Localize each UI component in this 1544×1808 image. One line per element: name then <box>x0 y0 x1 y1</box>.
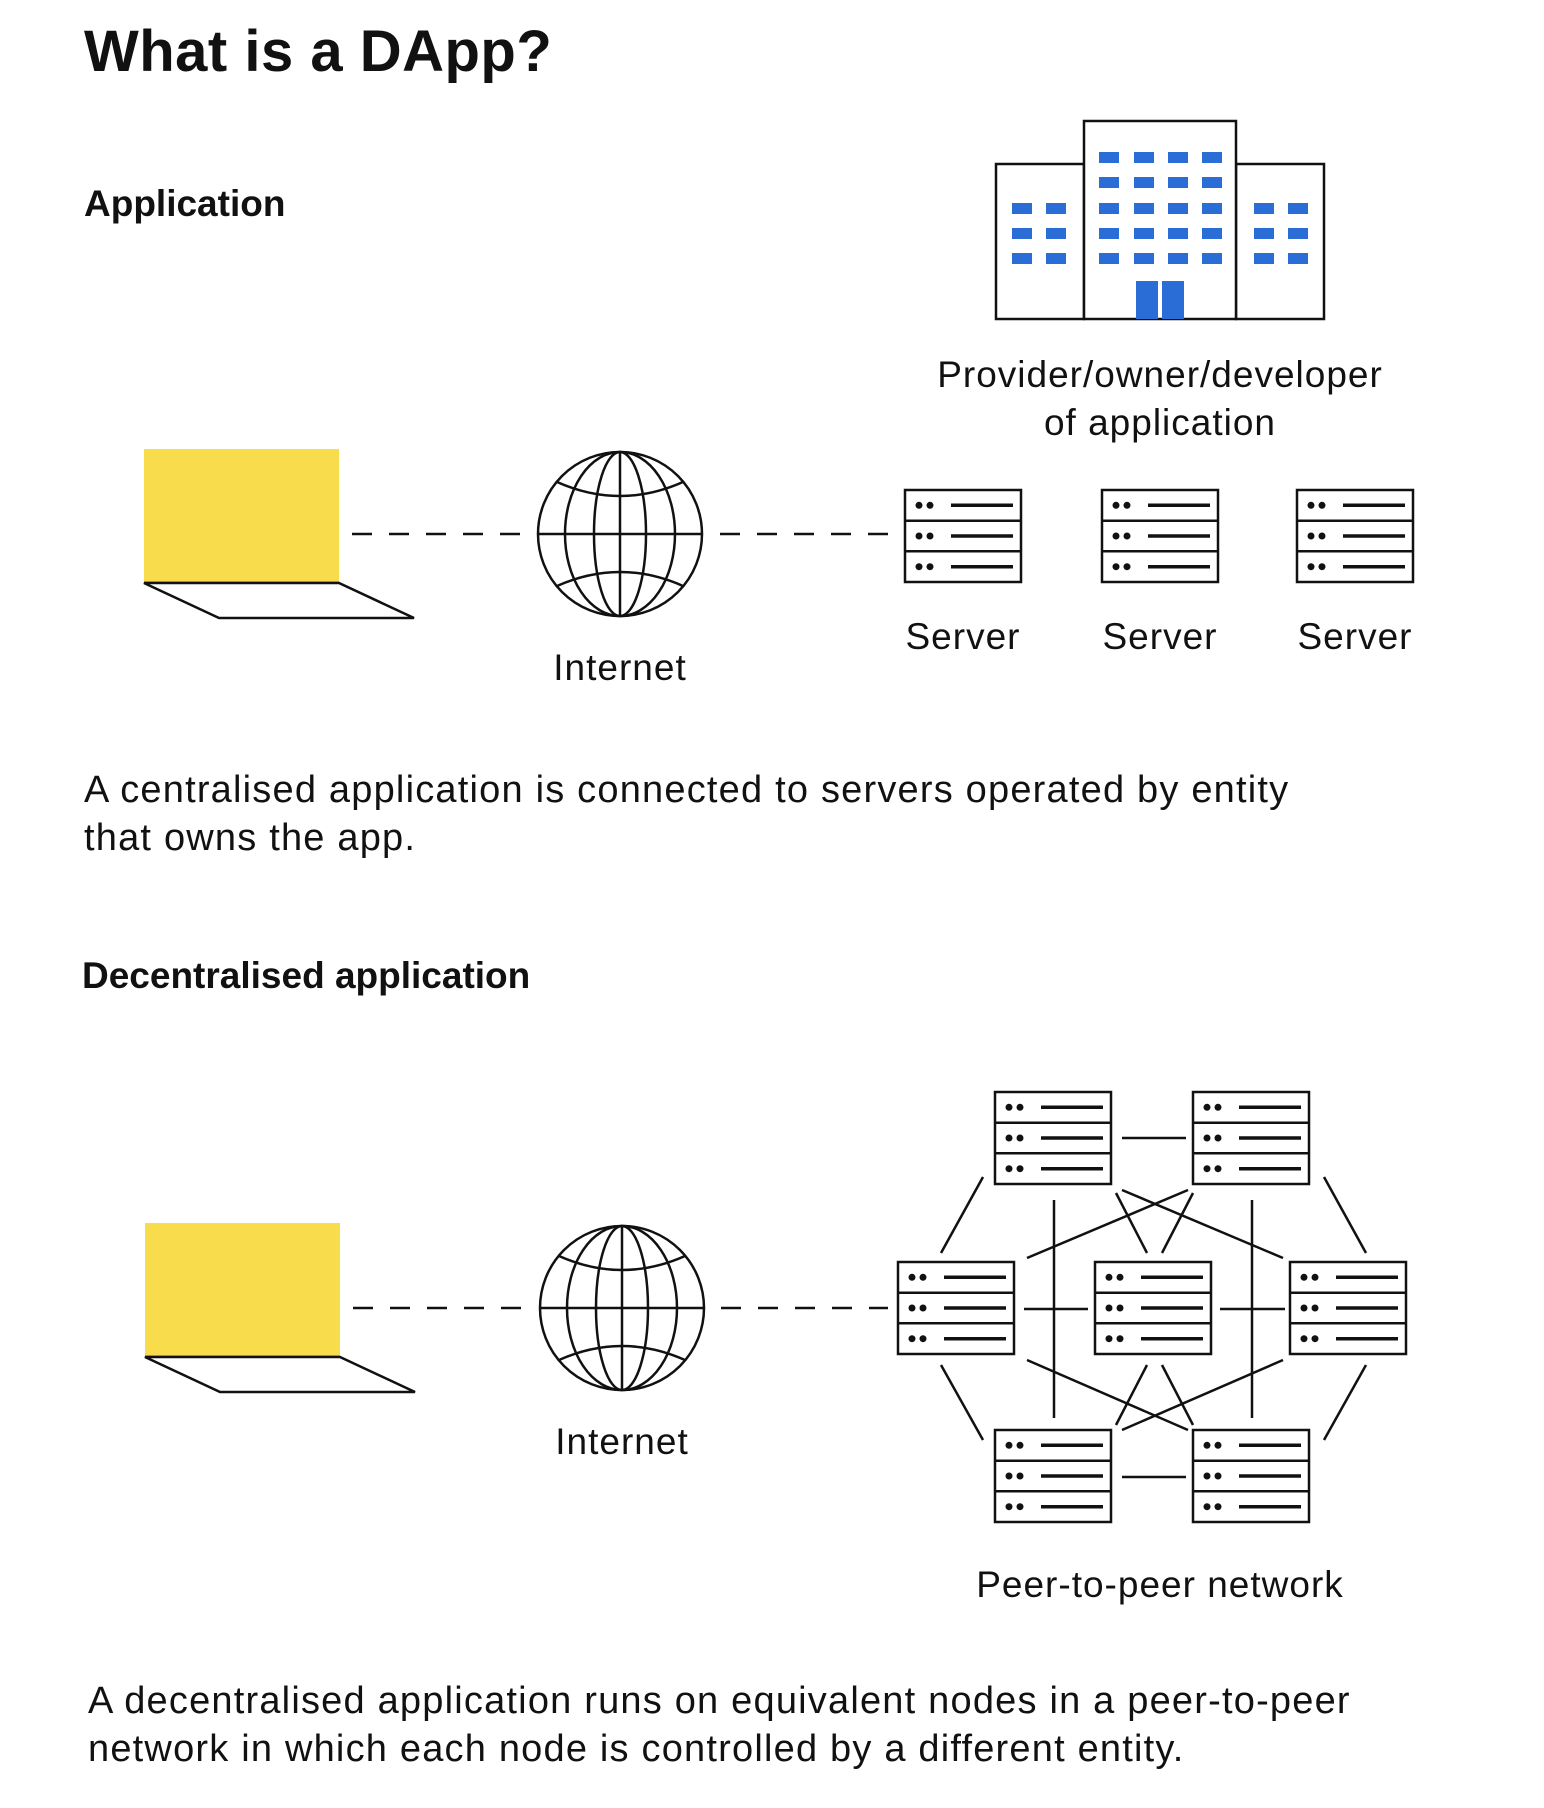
server-icon <box>1100 488 1220 584</box>
page-title: What is a DApp? <box>84 19 553 84</box>
server-icon <box>993 1428 1113 1524</box>
server-label: Server <box>905 616 1021 657</box>
internet-label: Internet <box>553 647 687 688</box>
section-heading-application: Application <box>84 183 286 224</box>
globe-icon <box>538 1224 706 1392</box>
internet-label: Internet <box>555 1421 689 1462</box>
server-label: Server <box>1297 616 1413 657</box>
section-heading-decentralised: Decentralised application <box>82 955 531 996</box>
centralised-description-line1: A centralised application is connected t… <box>84 769 1290 811</box>
server-icon <box>993 1090 1113 1186</box>
p2p-links <box>939 1136 1368 1479</box>
globe-icon <box>536 450 704 618</box>
server-icon <box>1093 1260 1213 1356</box>
provider-label-line1: Provider/owner/developer <box>937 354 1383 395</box>
decentralised-description-line2: network in which each node is controlled… <box>88 1728 1185 1770</box>
server-label: Server <box>1102 616 1218 657</box>
server-icon <box>1288 1260 1408 1356</box>
decentralised-description-line1: A decentralised application runs on equi… <box>88 1680 1351 1722</box>
laptop-icon <box>142 447 416 620</box>
building-icon <box>994 119 1326 321</box>
server-icon <box>1191 1090 1311 1186</box>
server-icon <box>896 1260 1016 1356</box>
laptop-icon <box>143 1221 417 1394</box>
p2p-network-label: Peer-to-peer network <box>976 1564 1344 1605</box>
server-icon <box>1191 1428 1311 1524</box>
centralised-description-line2: that owns the app. <box>84 817 417 859</box>
server-icon <box>1295 488 1415 584</box>
provider-label-line2: of application <box>1043 402 1277 443</box>
server-icon <box>903 488 1023 584</box>
